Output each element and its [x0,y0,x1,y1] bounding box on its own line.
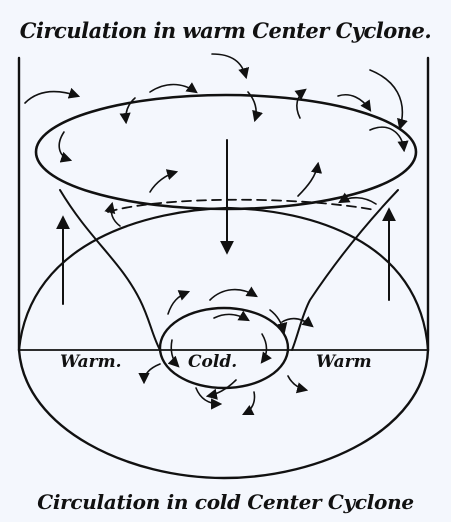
cold-ellipse [160,308,288,388]
circulation-arrow [370,70,402,128]
circulation-arrow [111,204,120,226]
circulation-arrow [212,54,246,77]
circulation-arrow [244,392,255,414]
circulation-arrow [150,85,196,93]
circulation-arrow [340,198,376,204]
circulation-arrow [288,376,306,390]
bottom-title: Circulation in cold Center Cyclone [0,490,451,514]
funnel-left-side [60,190,160,350]
circulation-arrow [370,127,404,150]
circulation-arrow [25,92,78,103]
circulation-arrow [282,319,312,326]
circulation-arrow [171,340,178,366]
circulation-arrow [150,172,176,192]
circulation-arrow [298,164,318,196]
circulation-arrow [214,314,248,320]
warm-left-label: Warm. [60,352,122,372]
lower-ellipse-top [19,208,428,350]
cold-label: Cold. [188,352,237,372]
funnel-right-side [292,190,398,350]
funnel-dashed-rim [108,200,375,212]
circulation-arrow [59,132,70,160]
circulation-arrow [262,334,267,362]
circulation-arrow [168,292,188,314]
circulation-arrow [297,90,305,118]
circulation-arrow [144,364,160,382]
circulation-arrow [210,290,256,300]
warm-right-label: Warm [316,352,372,372]
